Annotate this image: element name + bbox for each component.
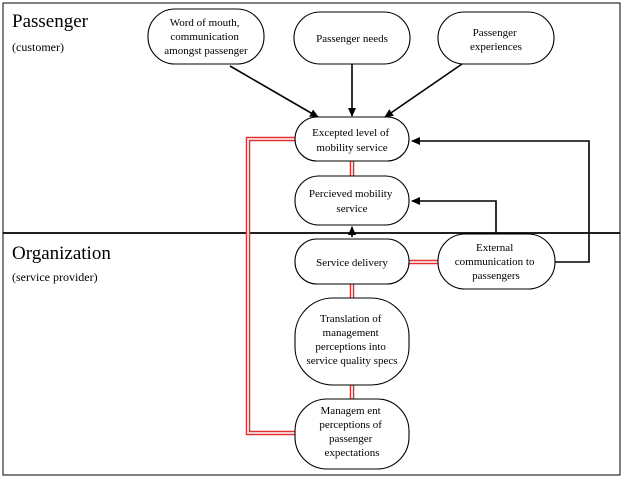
node-passenger-experiences: Passenger experiences — [437, 11, 555, 65]
node-service-delivery-label: Service delivery — [316, 257, 388, 269]
node-perceived-service: Percieved mobility service — [294, 175, 410, 226]
gap-links — [245, 136, 438, 436]
nodes: Word of mouth, communication amongst pas… — [147, 8, 556, 470]
node-translation-label: Translation of management perceptions in… — [306, 313, 397, 367]
node-management-perceptions: Managem ent perceptions of passenger exp… — [294, 398, 410, 470]
node-passenger-experiences-label: Passenger experiences — [470, 27, 522, 53]
arrow-word-of-mouth-to-expected — [229, 65, 319, 118]
node-expected-level-label: Excepted level of mobility service — [312, 127, 392, 154]
node-external-communication: External communication to passengers — [437, 233, 556, 290]
node-management-perceptions-label: Managem ent perceptions of passenger exp… — [319, 405, 384, 459]
node-expected-level: Excepted level of mobility service — [294, 116, 410, 162]
node-perceived-service-label: Percieved mobility service — [309, 188, 395, 215]
node-word-of-mouth-label: Word of mouth, communication amongst pas… — [164, 17, 248, 57]
node-passenger-needs-label: Passenger needs — [316, 33, 388, 45]
arrow-communication-to-perceived — [411, 197, 497, 234]
node-word-of-mouth: Word of mouth, communication amongst pas… — [147, 8, 265, 65]
organization-section-subtitle: (service provider) — [12, 270, 98, 284]
arrow-experiences-to-expected — [384, 63, 463, 118]
passenger-section-title: Passenger — [12, 11, 89, 32]
node-translation: Translation of management perceptions in… — [294, 297, 410, 386]
influence-arrows — [229, 63, 590, 263]
node-passenger-needs: Passenger needs — [293, 11, 411, 65]
node-external-communication-label: External communication to passengers — [455, 242, 537, 282]
arrow-communication-to-expected — [411, 137, 590, 263]
passenger-section-subtitle: (customer) — [12, 40, 64, 54]
gap-link-outer-inner — [247, 138, 295, 434]
node-service-delivery: Service delivery — [294, 238, 410, 285]
organization-section-title: Organization — [12, 243, 111, 264]
